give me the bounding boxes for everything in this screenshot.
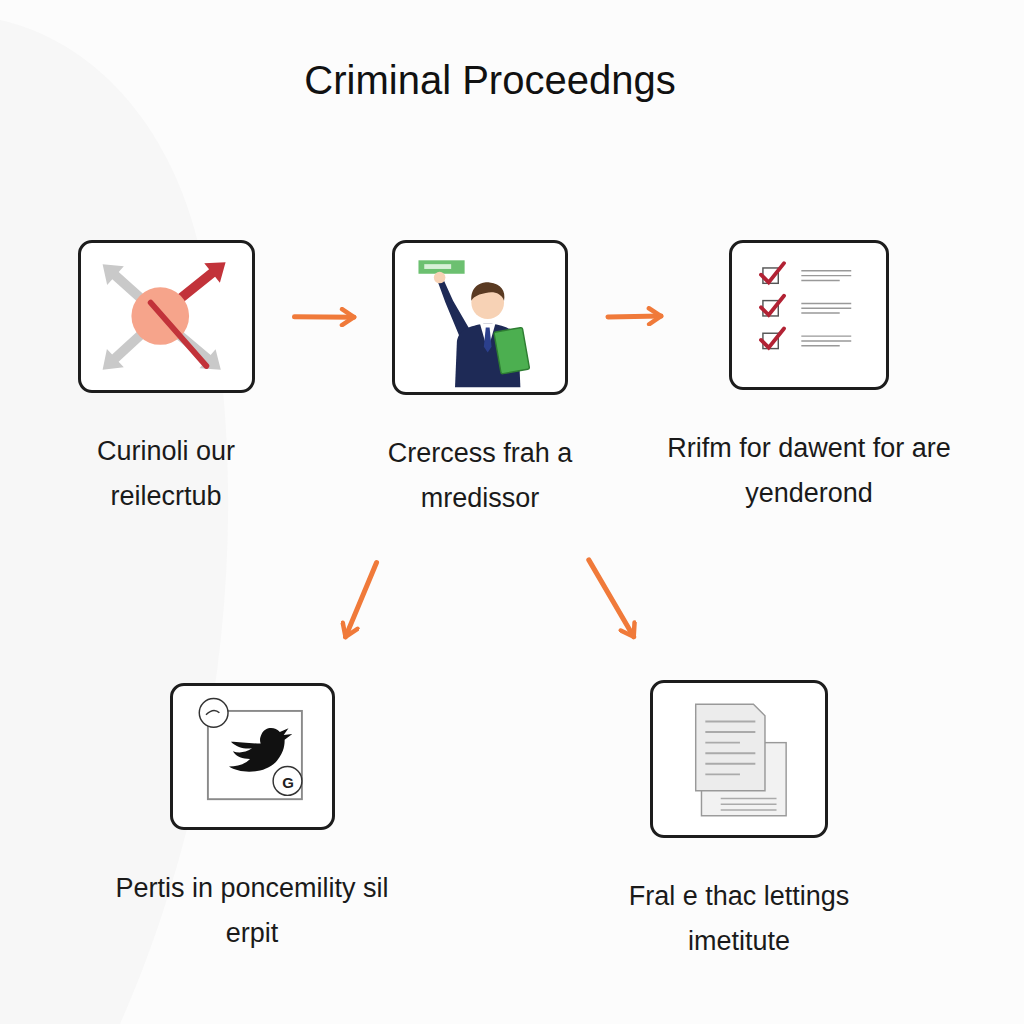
tie xyxy=(484,328,492,353)
text-line xyxy=(801,345,839,346)
checkmark xyxy=(761,296,784,315)
diagram-title: Criminal Proceedngs xyxy=(0,58,980,103)
bird-symbol xyxy=(229,728,292,772)
flow-arrow xyxy=(346,563,377,637)
text-line xyxy=(705,742,740,744)
process-step: Pertis in poncemility sil erpit xyxy=(102,683,402,956)
step-icon xyxy=(653,683,825,835)
step-caption: Pertis in poncemility sil erpit xyxy=(102,866,402,956)
hand xyxy=(434,272,446,284)
text-line xyxy=(801,340,851,341)
flow-arrow xyxy=(608,314,661,320)
step-caption: Fral e thac lettings imetitute xyxy=(599,874,879,964)
flow-arrow xyxy=(294,314,354,319)
text-line xyxy=(801,335,851,336)
text-line xyxy=(721,803,777,804)
process-step: Rrifm for dawent for are yenderond xyxy=(664,240,954,516)
icon-box xyxy=(729,240,889,390)
document-front xyxy=(696,704,765,791)
folder xyxy=(494,327,530,374)
text-line xyxy=(705,773,740,775)
text-line xyxy=(721,809,777,810)
process-step: Crercess frah a mredissor xyxy=(378,240,583,521)
icon-box xyxy=(78,240,255,393)
process-step: Curinoli our reilecrtub xyxy=(46,240,286,519)
text-line xyxy=(801,280,839,281)
step-caption: Crercess frah a mredissor xyxy=(378,431,583,521)
banner-stripe xyxy=(424,264,451,269)
step-icon xyxy=(732,243,886,387)
badge-mark xyxy=(205,710,218,714)
checkmark xyxy=(761,328,784,347)
hair xyxy=(471,282,504,300)
text-line xyxy=(801,275,851,276)
text-line xyxy=(801,303,851,304)
banner xyxy=(418,260,464,273)
process-step: Fral e thac lettings imetitute xyxy=(599,680,879,964)
step-icon xyxy=(173,686,332,827)
step-caption: Rrifm for dawent for are yenderond xyxy=(664,426,954,516)
icon-box xyxy=(170,683,335,830)
icon-box xyxy=(392,240,568,395)
text-line xyxy=(721,798,777,799)
step-icon xyxy=(81,243,252,390)
slash-line xyxy=(150,303,206,366)
step-icon xyxy=(395,243,565,392)
checkmark xyxy=(761,263,784,282)
badge-circle xyxy=(199,698,228,727)
text-line xyxy=(705,763,755,765)
text-line xyxy=(801,312,839,313)
text-line xyxy=(801,270,851,271)
flow-arrow xyxy=(589,560,634,637)
icon-glyph: G xyxy=(282,774,294,791)
step-caption: Curinoli our reilecrtub xyxy=(46,429,286,519)
text-line xyxy=(801,308,851,309)
text-line xyxy=(705,731,755,733)
badge-circle xyxy=(273,767,302,796)
text-line xyxy=(705,752,755,754)
text-line xyxy=(705,721,755,723)
icon-box xyxy=(650,680,828,838)
